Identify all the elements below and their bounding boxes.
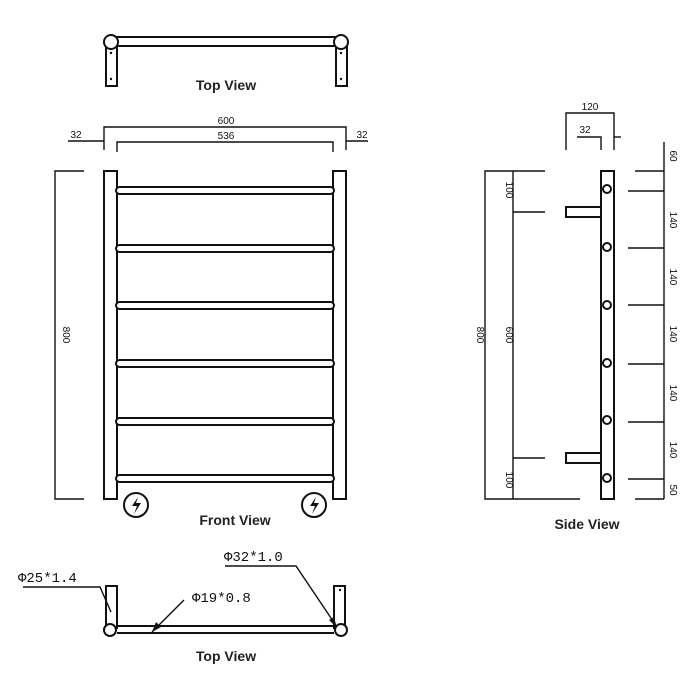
spacing-label-6: 50: [667, 484, 678, 496]
spacing-label-1: 140: [667, 212, 678, 229]
top-view-upper: Top View: [103, 34, 349, 93]
dim-inner-width: 536: [218, 131, 235, 142]
power-icon: [301, 492, 327, 518]
dim-side-height: 800: [474, 327, 485, 344]
rail-tube-spec: Φ19*0.8: [192, 591, 251, 607]
spacing-label-0: 60: [667, 150, 678, 162]
side-view-label: Side View: [554, 516, 619, 532]
dim-bottom-bracket-offset: 100: [503, 472, 514, 489]
spacing-label-2: 140: [667, 269, 678, 286]
top-view-lower: Φ25*1.4 Φ19*0.8 Φ32*1.0 Top View: [18, 550, 348, 664]
dim-left-offset: 32: [70, 130, 82, 141]
dim-height: 800: [60, 327, 71, 344]
upright-tube-spec: Φ25*1.4: [18, 571, 77, 587]
front-view-label: Front View: [199, 512, 270, 528]
dim-top-bracket-offset: 100: [503, 182, 514, 199]
dim-right-offset: 32: [356, 130, 368, 141]
spacing-label-5: 140: [667, 442, 678, 459]
top-view-lower-label: Top View: [196, 648, 256, 664]
front-view: 600 536 32 32 800: [54, 116, 368, 528]
dim-bracket-span: 600: [503, 327, 514, 344]
spacing-label-4: 140: [667, 385, 678, 402]
dim-overall-width: 600: [218, 116, 235, 127]
rails: [115, 186, 335, 483]
spacing-label-3: 140: [667, 326, 678, 343]
power-icon: [123, 492, 149, 518]
top-view-upper-label: Top View: [196, 77, 256, 93]
dim-depth: 120: [582, 102, 599, 113]
side-view: 120 32 800 600 100 100: [474, 102, 678, 532]
end-cap-tube-spec: Φ32*1.0: [224, 550, 283, 566]
rail-holes: [602, 184, 612, 483]
dim-tube: 32: [579, 125, 591, 136]
